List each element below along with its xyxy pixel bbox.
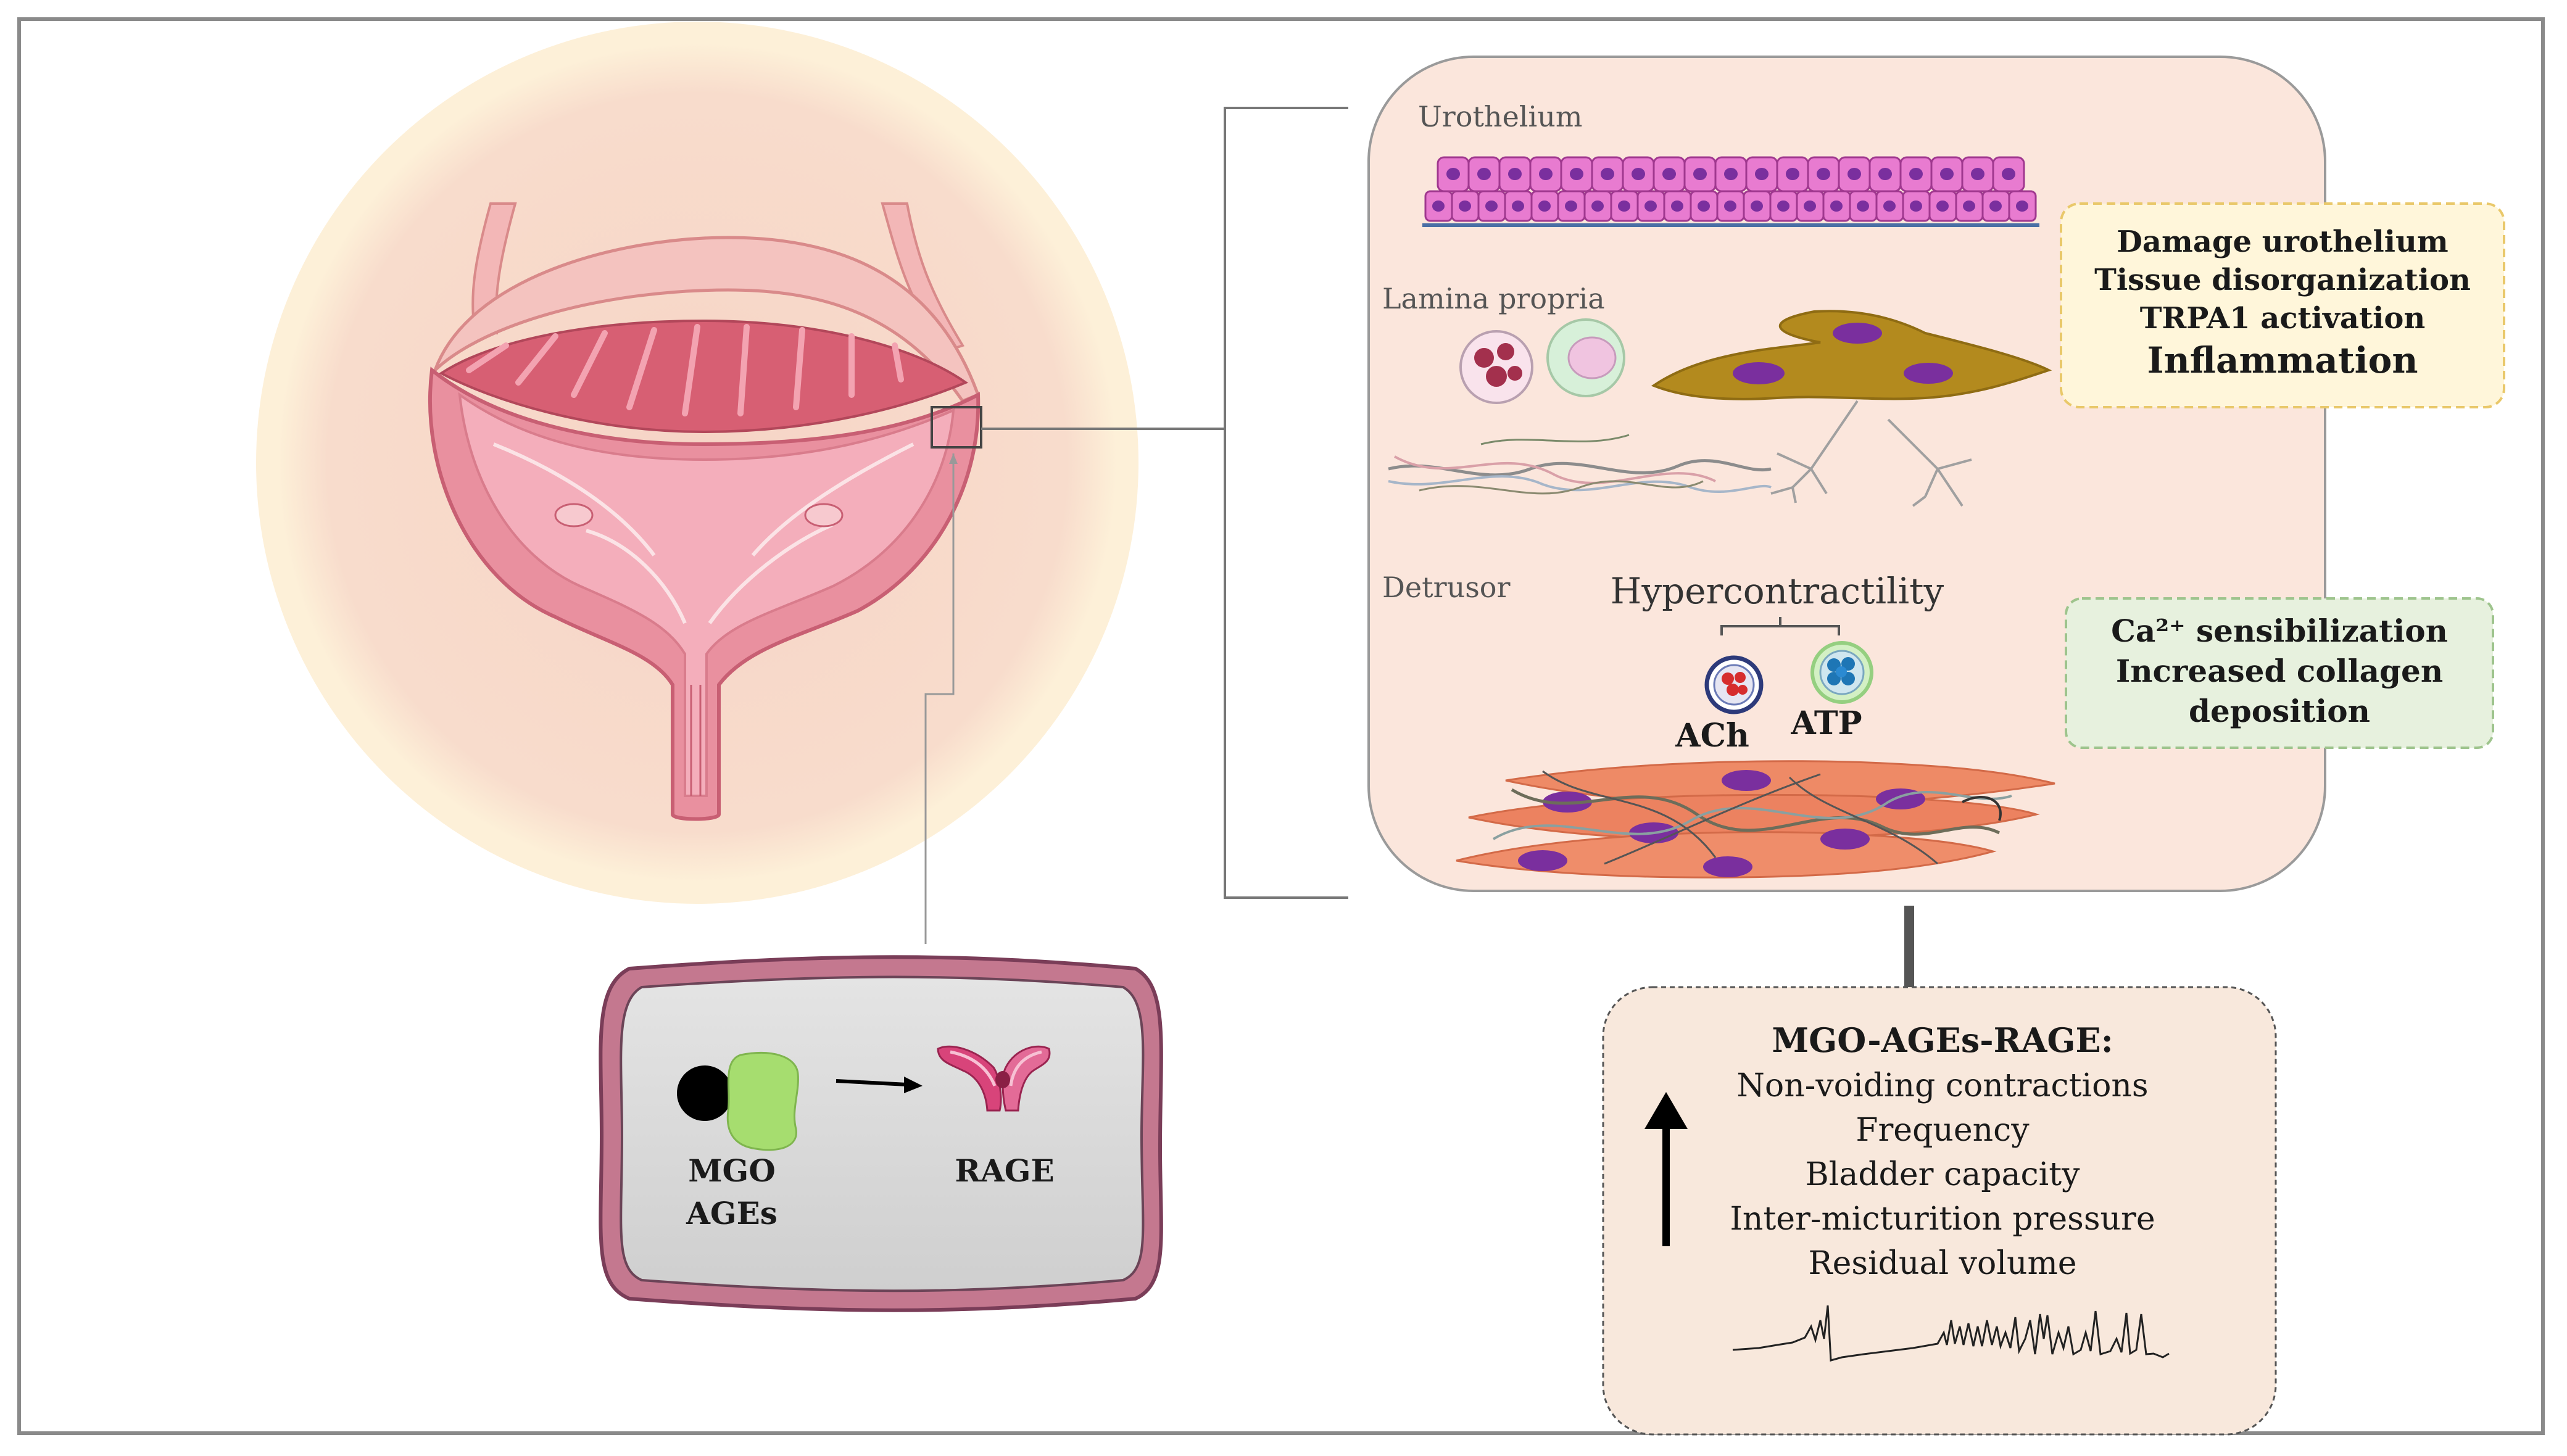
cell-nucleus — [1432, 201, 1445, 212]
up-arrow-icon — [1644, 1092, 1688, 1246]
macrophage-icon — [1546, 318, 1625, 397]
panel-stem — [1904, 906, 1914, 992]
cell-nucleus — [1662, 168, 1676, 180]
cell-nucleus — [1508, 168, 1522, 180]
cell-nucleus — [1989, 201, 2002, 212]
bladder-anatomy-icon — [428, 202, 981, 821]
cell-nucleus — [1878, 168, 1892, 180]
damage-line-2: Tissue disorganization — [2094, 263, 2471, 297]
outcome-item: Bladder capacity — [1805, 1156, 2080, 1193]
binding-arrow-icon — [904, 1077, 923, 1093]
calcium-effects-box: Ca²⁺ sensibilization Increased collagen … — [2065, 597, 2494, 749]
cell-nucleus — [1591, 201, 1604, 212]
cell-nucleus — [1830, 201, 1843, 212]
cell-nucleus — [1644, 201, 1657, 212]
cell-nucleus — [1817, 168, 1830, 180]
cell-nucleus — [2002, 168, 2015, 180]
mgo-molecule — [677, 1065, 732, 1121]
cell-nucleus — [1883, 201, 1896, 212]
cell-nucleus — [1847, 168, 1861, 180]
vesicle-icon — [1810, 641, 1873, 704]
cell-nucleus — [1755, 168, 1769, 180]
cell-nucleus — [1693, 168, 1707, 180]
ages-molecule — [726, 1052, 799, 1151]
rage-label: RAGE — [955, 1152, 1054, 1189]
cell-nucleus — [1909, 168, 1923, 180]
vesicle-icon — [1704, 655, 1764, 714]
cell-nucleus — [1477, 168, 1491, 180]
cell-nucleus — [1459, 201, 1471, 212]
cell-nucleus — [1940, 168, 1954, 180]
tissue-panel: Urothelium Lamina propria — [1367, 56, 2326, 892]
outcomes-box: MGO-AGEs-RAGE: Non-voiding contractions … — [1602, 986, 2277, 1436]
cell-nucleus — [1971, 168, 1984, 180]
cell-nucleus — [1804, 201, 1816, 212]
cell-nucleus — [1618, 201, 1630, 212]
collagen-fibers — [1388, 434, 1772, 495]
nerve-fiber-icon — [1770, 400, 1972, 507]
rage-receptor-icon — [937, 1045, 1051, 1112]
outcome-item: Frequency — [1856, 1112, 2030, 1149]
outcomes-title: MGO-AGEs-RAGE: — [1772, 1020, 2113, 1060]
ages-label: AGEs — [686, 1195, 778, 1231]
bladder-illustration — [256, 22, 1138, 904]
cell-nucleus — [1671, 201, 1683, 212]
cell-nucleus — [1538, 201, 1551, 212]
immune-cell-icon — [1459, 330, 1533, 404]
detrusor-label: Detrusor — [1382, 571, 1511, 604]
outcome-item: Inter-micturition pressure — [1730, 1201, 2155, 1238]
fibroblast-icon — [1651, 310, 2052, 400]
cell-nucleus — [1936, 201, 1949, 212]
cell-nucleus — [1910, 201, 1922, 212]
cell-nucleus — [1963, 201, 1975, 212]
urothelium-cells-icon — [1424, 156, 2037, 222]
cell-nucleus — [1724, 201, 1736, 212]
damage-line-4: Inflammation — [2147, 339, 2418, 381]
cell-nucleus — [2016, 201, 2028, 212]
cell-nucleus — [1857, 201, 1869, 212]
cell-nucleus — [1777, 201, 1789, 212]
hypercontractility-title: Hypercontractility — [1611, 570, 1944, 612]
cell-nucleus — [1751, 201, 1763, 212]
damage-line-1: Damage urothelium — [2117, 225, 2448, 259]
figure-border — [17, 17, 2545, 1435]
lamina-propria-label: Lamina propria — [1382, 282, 1605, 315]
cell-nucleus — [1485, 201, 1498, 212]
calcium-line-2: Increased collagen — [2116, 653, 2443, 689]
cell-nucleus — [1698, 201, 1710, 212]
cell-nucleus — [1632, 168, 1645, 180]
cell-nucleus — [1601, 168, 1614, 180]
urothelium-label: Urothelium — [1418, 100, 1582, 133]
damage-effects-box: Damage urothelium Tissue disorganization… — [2060, 202, 2505, 408]
calcium-line-1: Ca²⁺ sensibilization — [2111, 613, 2448, 649]
cell-nucleus — [1565, 201, 1577, 212]
calcium-line-3: deposition — [2189, 693, 2370, 729]
ligand-receptor-box: MGO AGEs RAGE — [599, 955, 1163, 1312]
mgo-label: MGO — [688, 1152, 776, 1189]
cell-nucleus — [1446, 168, 1460, 180]
cell-nucleus — [1570, 168, 1583, 180]
pressure-trace-icon — [1732, 1305, 2170, 1362]
cell-nucleus — [1539, 168, 1553, 180]
outcome-item: Non-voiding contractions — [1736, 1067, 2148, 1104]
zoom-region-box — [931, 406, 982, 449]
outcome-item: Residual volume — [1808, 1245, 2076, 1282]
cell-nucleus — [1786, 168, 1799, 180]
connector-lines — [924, 107, 1914, 992]
cell-nucleus — [1724, 168, 1738, 180]
atp-label: ATP — [1790, 705, 1862, 742]
smooth-muscle-icon — [1456, 760, 2055, 879]
ach-label: ACh — [1675, 717, 1749, 755]
cell-nucleus — [1512, 201, 1524, 212]
damage-line-3: TRPA1 activation — [2140, 301, 2426, 336]
